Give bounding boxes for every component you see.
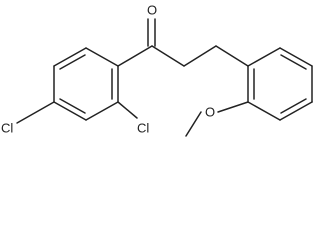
- bond: [85, 47, 119, 67]
- bond-to-cl-para: [16, 101, 55, 124]
- structure-diagram: O Cl Cl O: [1, 3, 313, 137]
- bond-double-inner: [59, 98, 86, 114]
- bond-chain: [183, 45, 217, 67]
- dichlorophenyl-ring: [53, 47, 119, 121]
- bond-double-inner: [280, 98, 307, 114]
- bond-chain: [151, 45, 185, 67]
- bond: [53, 47, 87, 67]
- atom-label-chlorine-para: Cl: [1, 121, 13, 136]
- atom-label-methoxy-oxygen: O: [205, 105, 215, 120]
- atom-label-chlorine-ortho: Cl: [137, 121, 149, 136]
- bond-methoxy-methyl: [185, 111, 202, 137]
- atom-label-carbonyl-oxygen: O: [147, 3, 157, 18]
- bond: [85, 101, 119, 121]
- methoxyphenyl-ring: [247, 47, 313, 121]
- bond: [247, 47, 281, 67]
- bond: [247, 101, 281, 121]
- bond: [279, 101, 313, 121]
- bond: [279, 47, 313, 67]
- bond-to-cl-ortho: [117, 101, 138, 119]
- bond-to-methoxy-o: [217, 101, 249, 113]
- bond-ring-carbonyl: [117, 45, 153, 67]
- bond: [53, 101, 87, 121]
- bond-double-inner: [59, 54, 86, 70]
- molecule-canvas: O Cl Cl O: [1, 3, 313, 137]
- bond-chain-ring: [215, 45, 249, 67]
- bond-double-inner: [280, 54, 307, 70]
